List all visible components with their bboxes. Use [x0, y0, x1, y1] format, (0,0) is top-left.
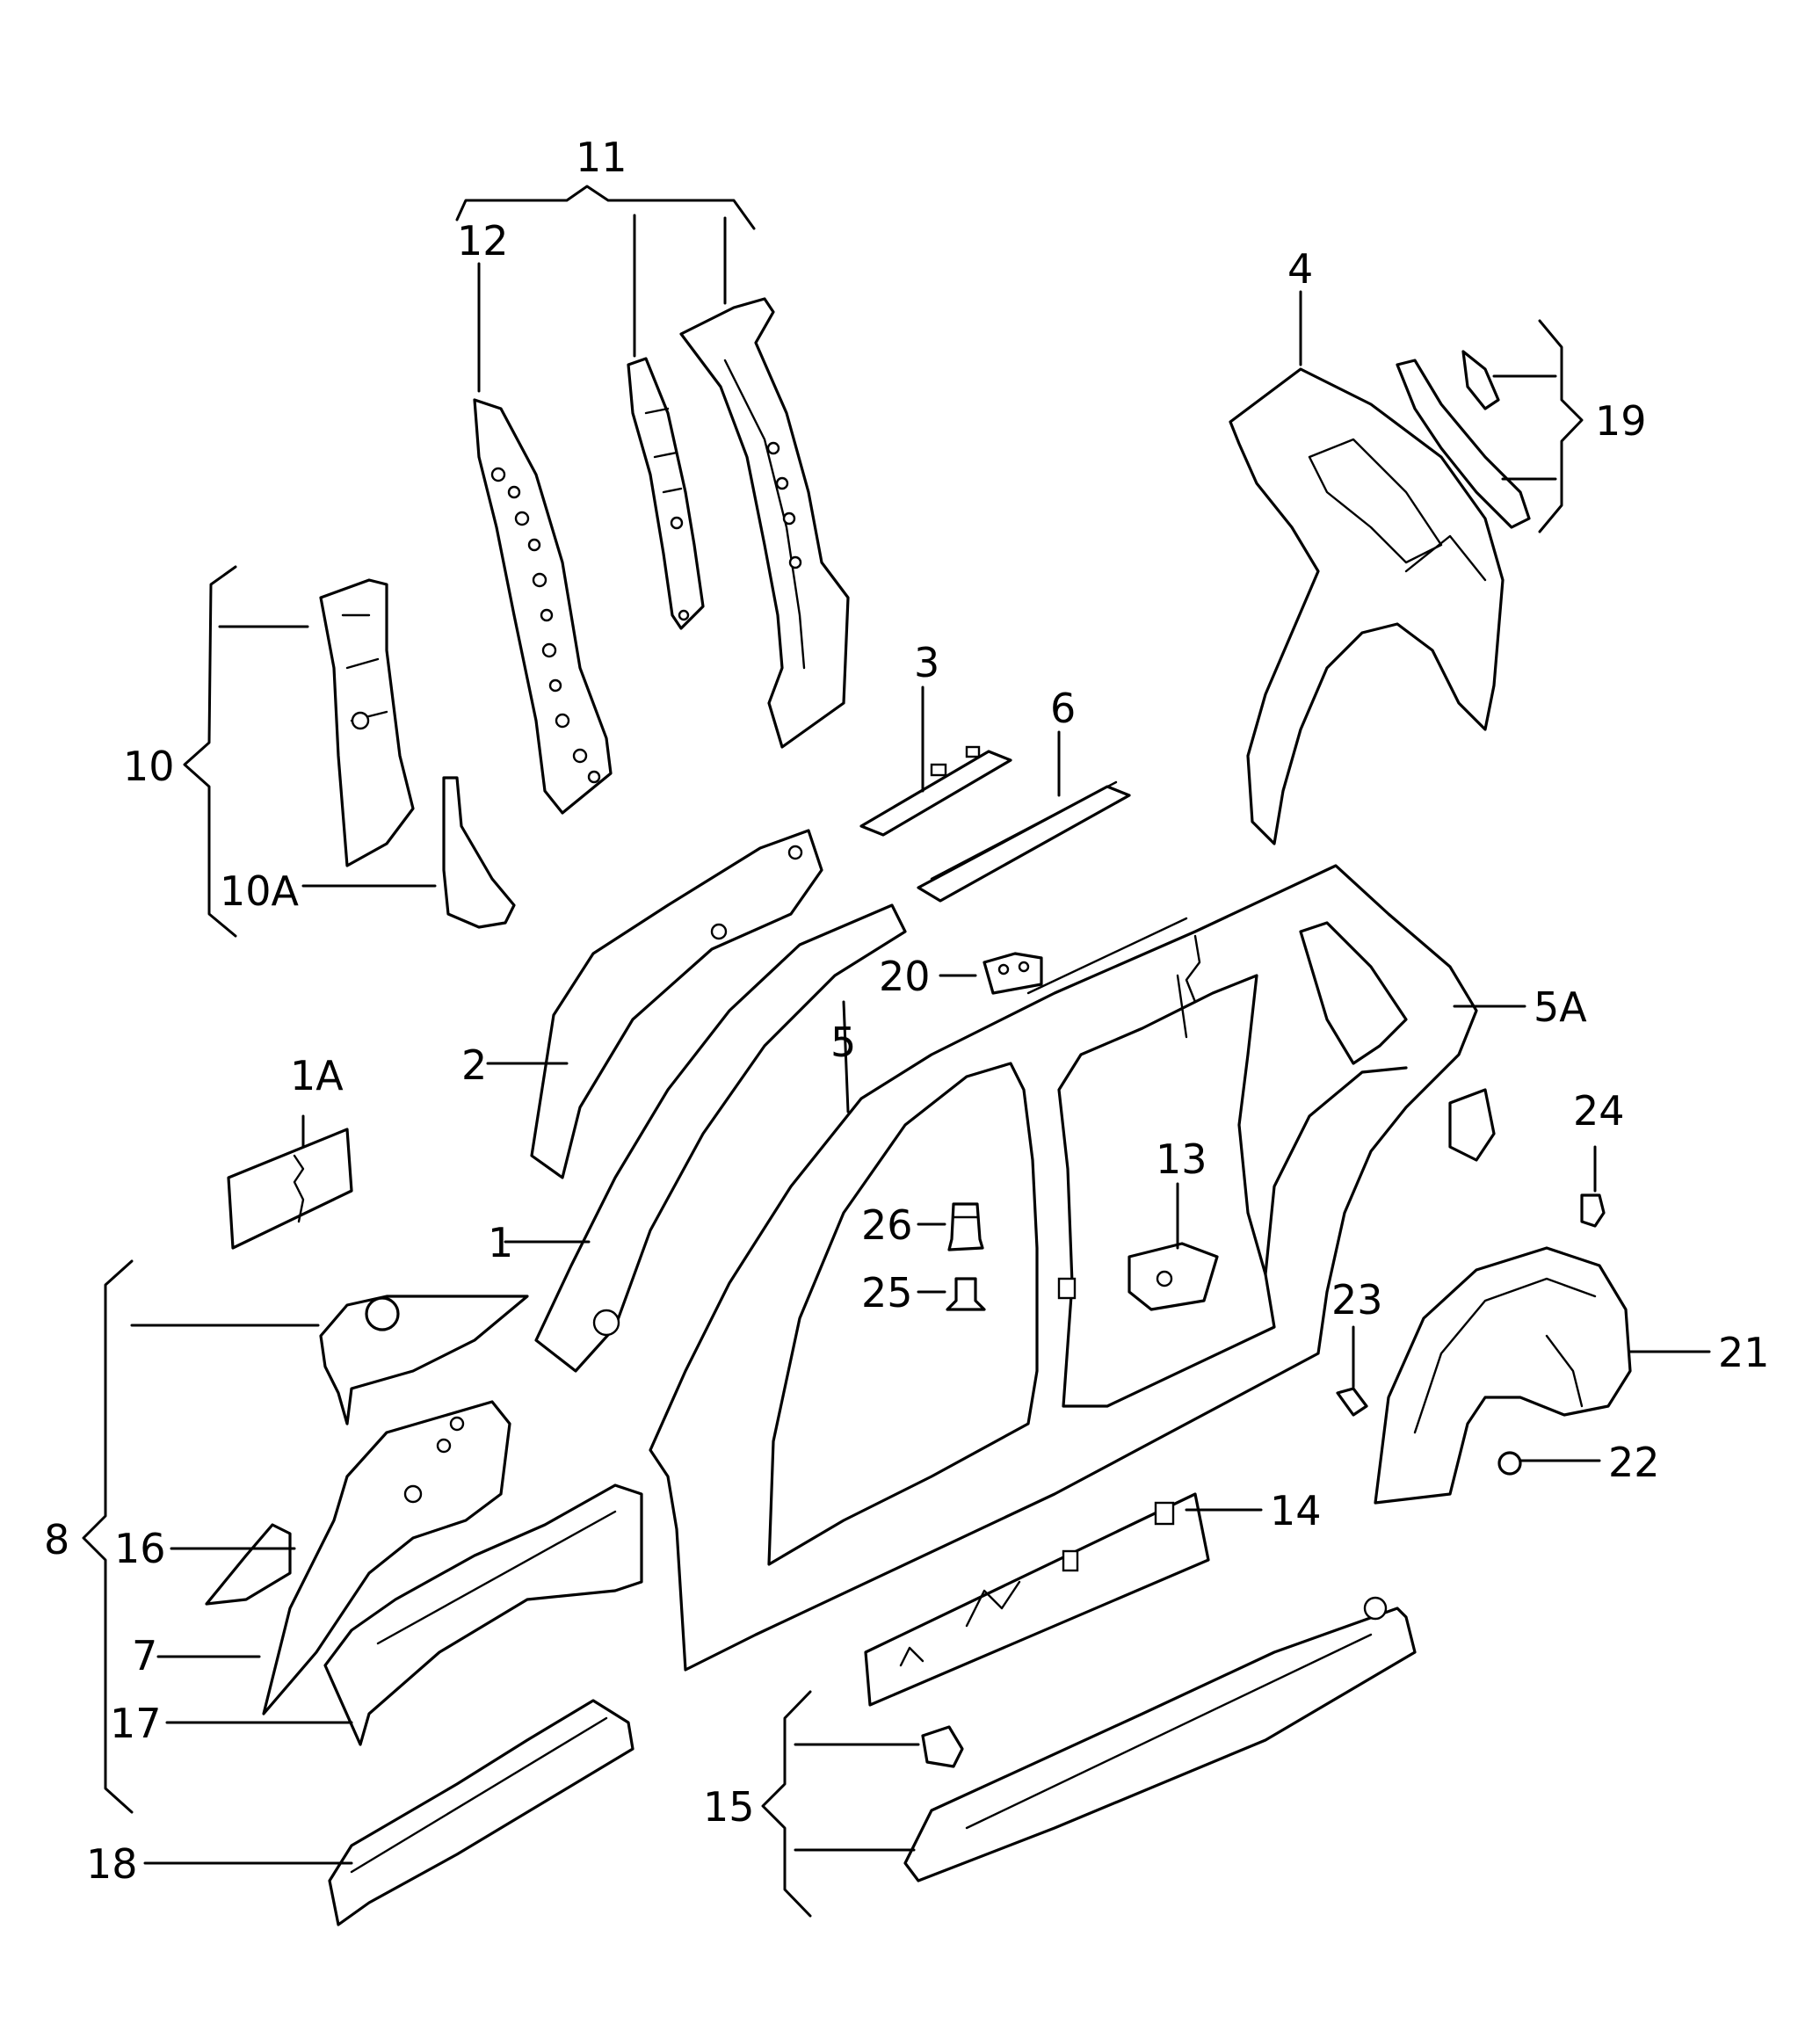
label-17: 17: [110, 1700, 162, 1747]
label-18: 18: [86, 1840, 138, 1888]
part-15-clip-shape[interactable]: [921, 1725, 964, 1768]
label-25: 25: [861, 1269, 913, 1317]
part-8-shape[interactable]: [319, 1295, 529, 1425]
label-26: 26: [861, 1201, 913, 1249]
label-7: 7: [132, 1632, 157, 1679]
label-12: 12: [457, 217, 509, 265]
part-17-shape[interactable]: [323, 1483, 643, 1746]
part-13-shape[interactable]: [1128, 1242, 1219, 1311]
part-7-shape[interactable]: [262, 1400, 511, 1715]
part-16-shape[interactable]: [205, 1523, 292, 1606]
label-3: 3: [914, 639, 939, 686]
bracket-15: [761, 1690, 812, 1918]
part-3-shape[interactable]: [859, 745, 1012, 837]
part-12-shape[interactable]: [473, 398, 613, 815]
part-2-shape[interactable]: [530, 829, 823, 1179]
label-6: 6: [1050, 685, 1076, 732]
part-4-shape[interactable]: [1229, 367, 1505, 845]
label-4: 4: [1287, 245, 1313, 293]
part-11-inner-shape[interactable]: [627, 357, 705, 630]
part-23-shape[interactable]: [1336, 1387, 1368, 1417]
bracket-10: [183, 565, 237, 938]
part-19-shape[interactable]: [1396, 350, 1531, 529]
label-22: 22: [1608, 1439, 1660, 1486]
part-14-shape[interactable]: [864, 1492, 1210, 1707]
part-26-shape[interactable]: [947, 1202, 984, 1251]
label-16: 16: [114, 1525, 166, 1572]
bracket-11: [455, 185, 756, 230]
label-21: 21: [1718, 1329, 1770, 1376]
label-8: 8: [44, 1516, 69, 1563]
label-23: 23: [1331, 1276, 1383, 1324]
label-14: 14: [1270, 1487, 1322, 1534]
label-1: 1: [488, 1219, 513, 1266]
part-18-shape[interactable]: [328, 1699, 634, 1926]
label-15: 15: [703, 1783, 755, 1831]
label-24: 24: [1573, 1087, 1625, 1135]
label-19: 19: [1595, 397, 1647, 445]
label-10A: 10A: [220, 867, 300, 915]
part-15-shape[interactable]: [903, 1596, 1417, 1882]
label-11: 11: [576, 134, 627, 181]
label-2: 2: [461, 1041, 487, 1089]
part-5A-shape[interactable]: [1448, 1088, 1496, 1162]
part-1A-shape[interactable]: [227, 1128, 353, 1250]
part-5-shape[interactable]: [649, 864, 1478, 1672]
label-13: 13: [1156, 1135, 1207, 1183]
label-5: 5: [830, 1019, 856, 1066]
label-5A: 5A: [1534, 983, 1587, 1031]
part-22-shape[interactable]: [1497, 1451, 1522, 1476]
bracket-8: [82, 1259, 134, 1814]
part-24-shape[interactable]: [1580, 1193, 1606, 1228]
part-10-shape[interactable]: [319, 578, 415, 867]
part-6-shape[interactable]: [917, 780, 1131, 903]
label-1A: 1A: [290, 1052, 344, 1099]
label-20: 20: [879, 953, 931, 1000]
part-1-shape[interactable]: [534, 903, 907, 1373]
bracket-19: [1538, 319, 1584, 533]
part-11-outer-shape[interactable]: [679, 297, 850, 749]
label-10: 10: [123, 743, 175, 790]
part-21-shape[interactable]: [1374, 1246, 1632, 1505]
part-25-shape[interactable]: [946, 1277, 986, 1311]
leader-lines: [130, 214, 1711, 1865]
part-10A-shape[interactable]: [442, 776, 516, 929]
part-20-shape[interactable]: [983, 952, 1043, 995]
